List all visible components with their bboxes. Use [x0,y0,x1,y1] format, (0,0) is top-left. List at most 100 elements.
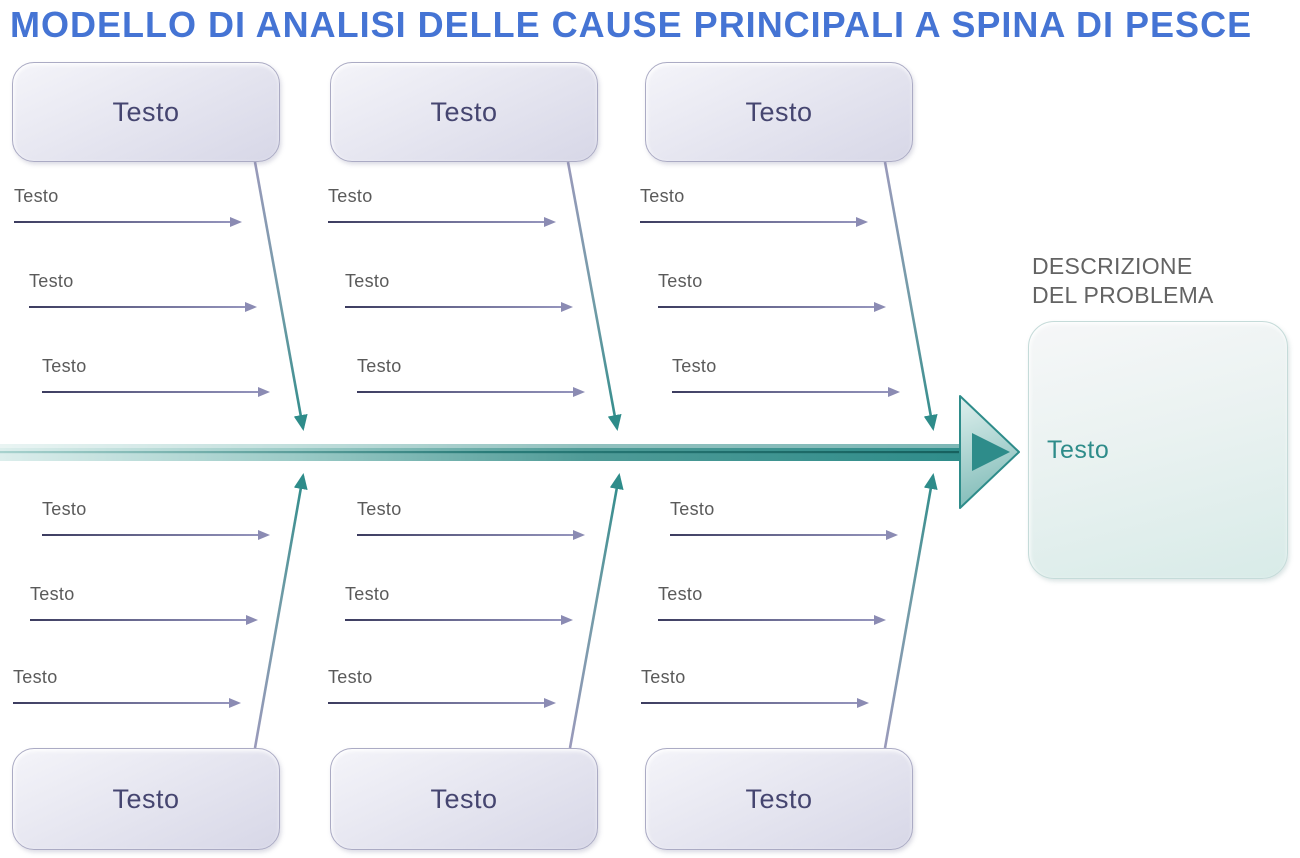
cause-bottom-3-1: Testo [670,498,898,540]
cause-label[interactable]: Testo [42,499,87,519]
arrow-right-icon [874,615,886,625]
arrow-right-icon [561,615,573,625]
cause-top-2-2: Testo [345,270,573,312]
bone-bottom-2 [568,473,624,749]
arrow-right-icon [246,615,258,625]
arrow-right-icon [857,698,869,708]
cause-arrow [641,698,869,708]
category-box-bottom-1[interactable]: Testo [12,748,280,850]
cause-label[interactable]: Testo [357,499,402,519]
category-box-top-2[interactable]: Testo [330,62,598,162]
bone-bottom-1 [253,473,308,749]
category-box-bottom-2[interactable]: Testo [330,748,598,850]
arrow-right-icon [245,302,257,312]
cause-bottom-3-3: Testo [641,666,869,708]
cause-arrow [658,302,886,312]
bone-top-1 [253,161,308,431]
problem-heading: DESCRIZIONE DEL PROBLEMA [1032,252,1214,310]
cause-arrow [670,530,898,540]
category-box-top-1[interactable]: Testo [12,62,280,162]
cause-arrow [29,302,257,312]
category-box-label: Testo [112,96,180,127]
cause-label[interactable]: Testo [13,667,58,687]
cause-bottom-2-3: Testo [328,666,556,708]
arrow-right-icon [230,217,242,227]
category-box-label: Testo [430,783,498,814]
arrow-right-icon [856,217,868,227]
cause-arrow [357,387,585,397]
category-box-bottom-3[interactable]: Testo [645,748,913,850]
cause-arrow [345,302,573,312]
cause-arrow [30,615,258,625]
arrow-right-icon [258,387,270,397]
cause-arrow [14,217,242,227]
spine-center-line [0,451,975,454]
problem-heading-line-1: DESCRIZIONE [1032,253,1193,279]
cause-label[interactable]: Testo [658,271,703,291]
cause-bottom-1-3: Testo [13,666,241,708]
cause-top-3-3: Testo [672,355,900,397]
cause-arrow [672,387,900,397]
spine-arrowhead-inner [972,433,1010,471]
cause-bottom-3-2: Testo [658,583,886,625]
cause-bottom-1-1: Testo [42,498,270,540]
problem-heading-line-2: DEL PROBLEMA [1032,282,1214,308]
cause-arrow [640,217,868,227]
cause-label[interactable]: Testo [328,667,373,687]
cause-arrow [42,530,270,540]
cause-bottom-2-1: Testo [357,498,585,540]
cause-label[interactable]: Testo [29,271,74,291]
cause-label[interactable]: Testo [357,356,402,376]
cause-label[interactable]: Testo [640,186,685,206]
cause-top-3-2: Testo [658,270,886,312]
cause-label[interactable]: Testo [345,584,390,604]
cause-arrow [328,217,556,227]
bone-bottom-3 [883,473,938,749]
cause-top-2-1: Testo [328,185,556,227]
category-box-top-3[interactable]: Testo [645,62,913,162]
category-box-label: Testo [112,783,180,814]
cause-label[interactable]: Testo [14,186,59,206]
cause-label[interactable]: Testo [658,584,703,604]
cause-bottom-2-2: Testo [345,583,573,625]
arrow-right-icon [886,530,898,540]
cause-label[interactable]: Testo [345,271,390,291]
cause-arrow [13,698,241,708]
arrow-right-icon [874,302,886,312]
cause-label[interactable]: Testo [641,667,686,687]
slide-title[interactable]: MODELLO DI ANALISI DELLE CAUSE PRINCIPAL… [10,4,1253,45]
cause-arrow [345,615,573,625]
cause-label[interactable]: Testo [672,356,717,376]
arrow-right-icon [229,698,241,708]
cause-top-2-3: Testo [357,355,585,397]
problem-box[interactable]: Testo [1028,321,1288,579]
cause-arrow [658,615,886,625]
cause-arrow [357,530,585,540]
arrow-right-icon [573,530,585,540]
category-box-label: Testo [745,783,813,814]
cause-label[interactable]: Testo [30,584,75,604]
cause-bottom-1-2: Testo [30,583,258,625]
arrow-right-icon [888,387,900,397]
arrow-right-icon [561,302,573,312]
cause-arrow [42,387,270,397]
category-box-label: Testo [430,96,498,127]
category-box-label: Testo [745,96,813,127]
cause-arrow [328,698,556,708]
cause-label[interactable]: Testo [670,499,715,519]
cause-label[interactable]: Testo [42,356,87,376]
arrow-right-icon [544,217,556,227]
bone-top-2 [566,161,622,431]
spine-highlight [0,444,975,448]
cause-top-1-1: Testo [14,185,242,227]
arrow-right-icon [573,387,585,397]
cause-top-1-3: Testo [42,355,270,397]
cause-label[interactable]: Testo [328,186,373,206]
arrow-right-icon [258,530,270,540]
bone-top-3 [883,161,938,431]
arrow-right-icon [544,698,556,708]
problem-box-label: Testo [1047,435,1110,464]
cause-top-1-2: Testo [29,270,257,312]
